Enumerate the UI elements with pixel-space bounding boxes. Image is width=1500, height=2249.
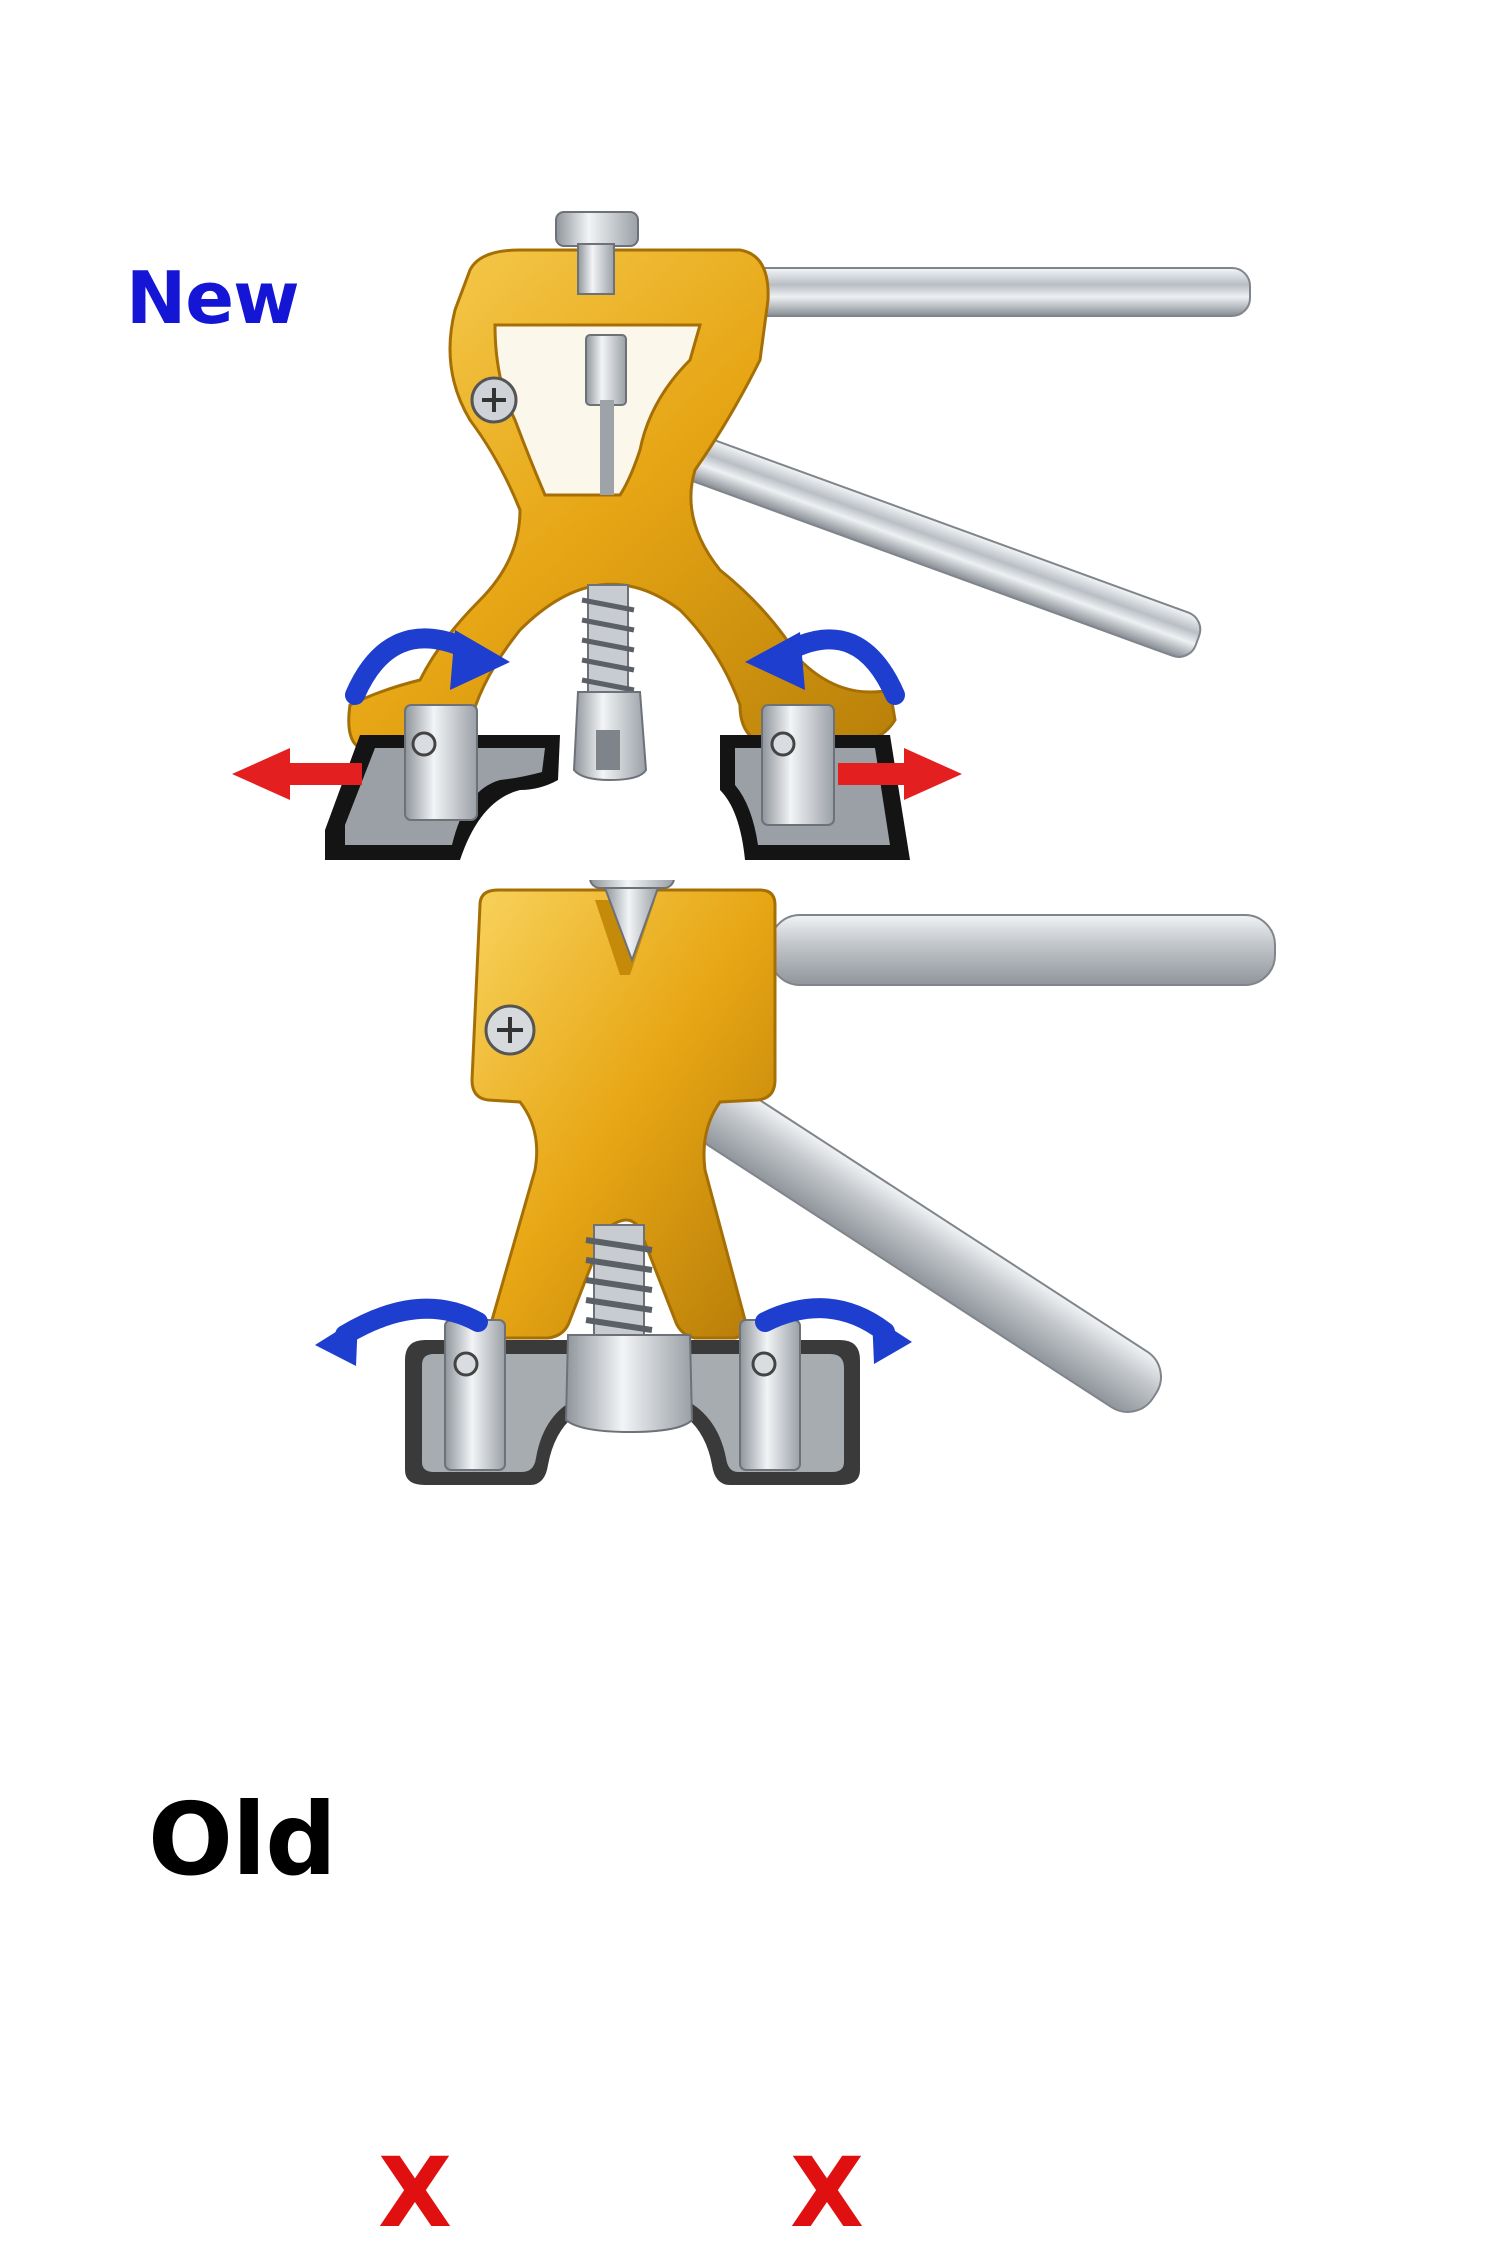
gold-frame (470, 888, 777, 1340)
new-tool-panel: New (0, 0, 1500, 880)
curved-arrow-icon (780, 629, 905, 705)
x-mark-icon: X (378, 2137, 453, 2249)
old-tool-illustration (315, 880, 1276, 1485)
left-foot (444, 1319, 506, 1471)
new-label: New (126, 256, 300, 340)
x-mark-icon: X (790, 2137, 865, 2249)
upper-handle (739, 267, 1251, 317)
curved-arrow-icon (345, 628, 475, 705)
center-spring (581, 584, 635, 696)
center-spring (585, 1224, 653, 1336)
old-label: Old (148, 1781, 337, 1898)
left-foot (325, 704, 560, 860)
straight-arrow-icon (838, 748, 962, 800)
old-tool-panel: Old X X (0, 880, 1500, 2241)
upper-handle (769, 914, 1276, 986)
right-foot (739, 1319, 801, 1471)
straight-arrow-icon (232, 748, 362, 800)
new-tool-illustration (232, 211, 1251, 860)
puller-tip (564, 1334, 694, 1434)
adjuster-knob (589, 880, 675, 889)
curved-arrow-icon (335, 1298, 488, 1345)
adjuster-knob (555, 211, 639, 247)
gold-frame (347, 248, 897, 750)
